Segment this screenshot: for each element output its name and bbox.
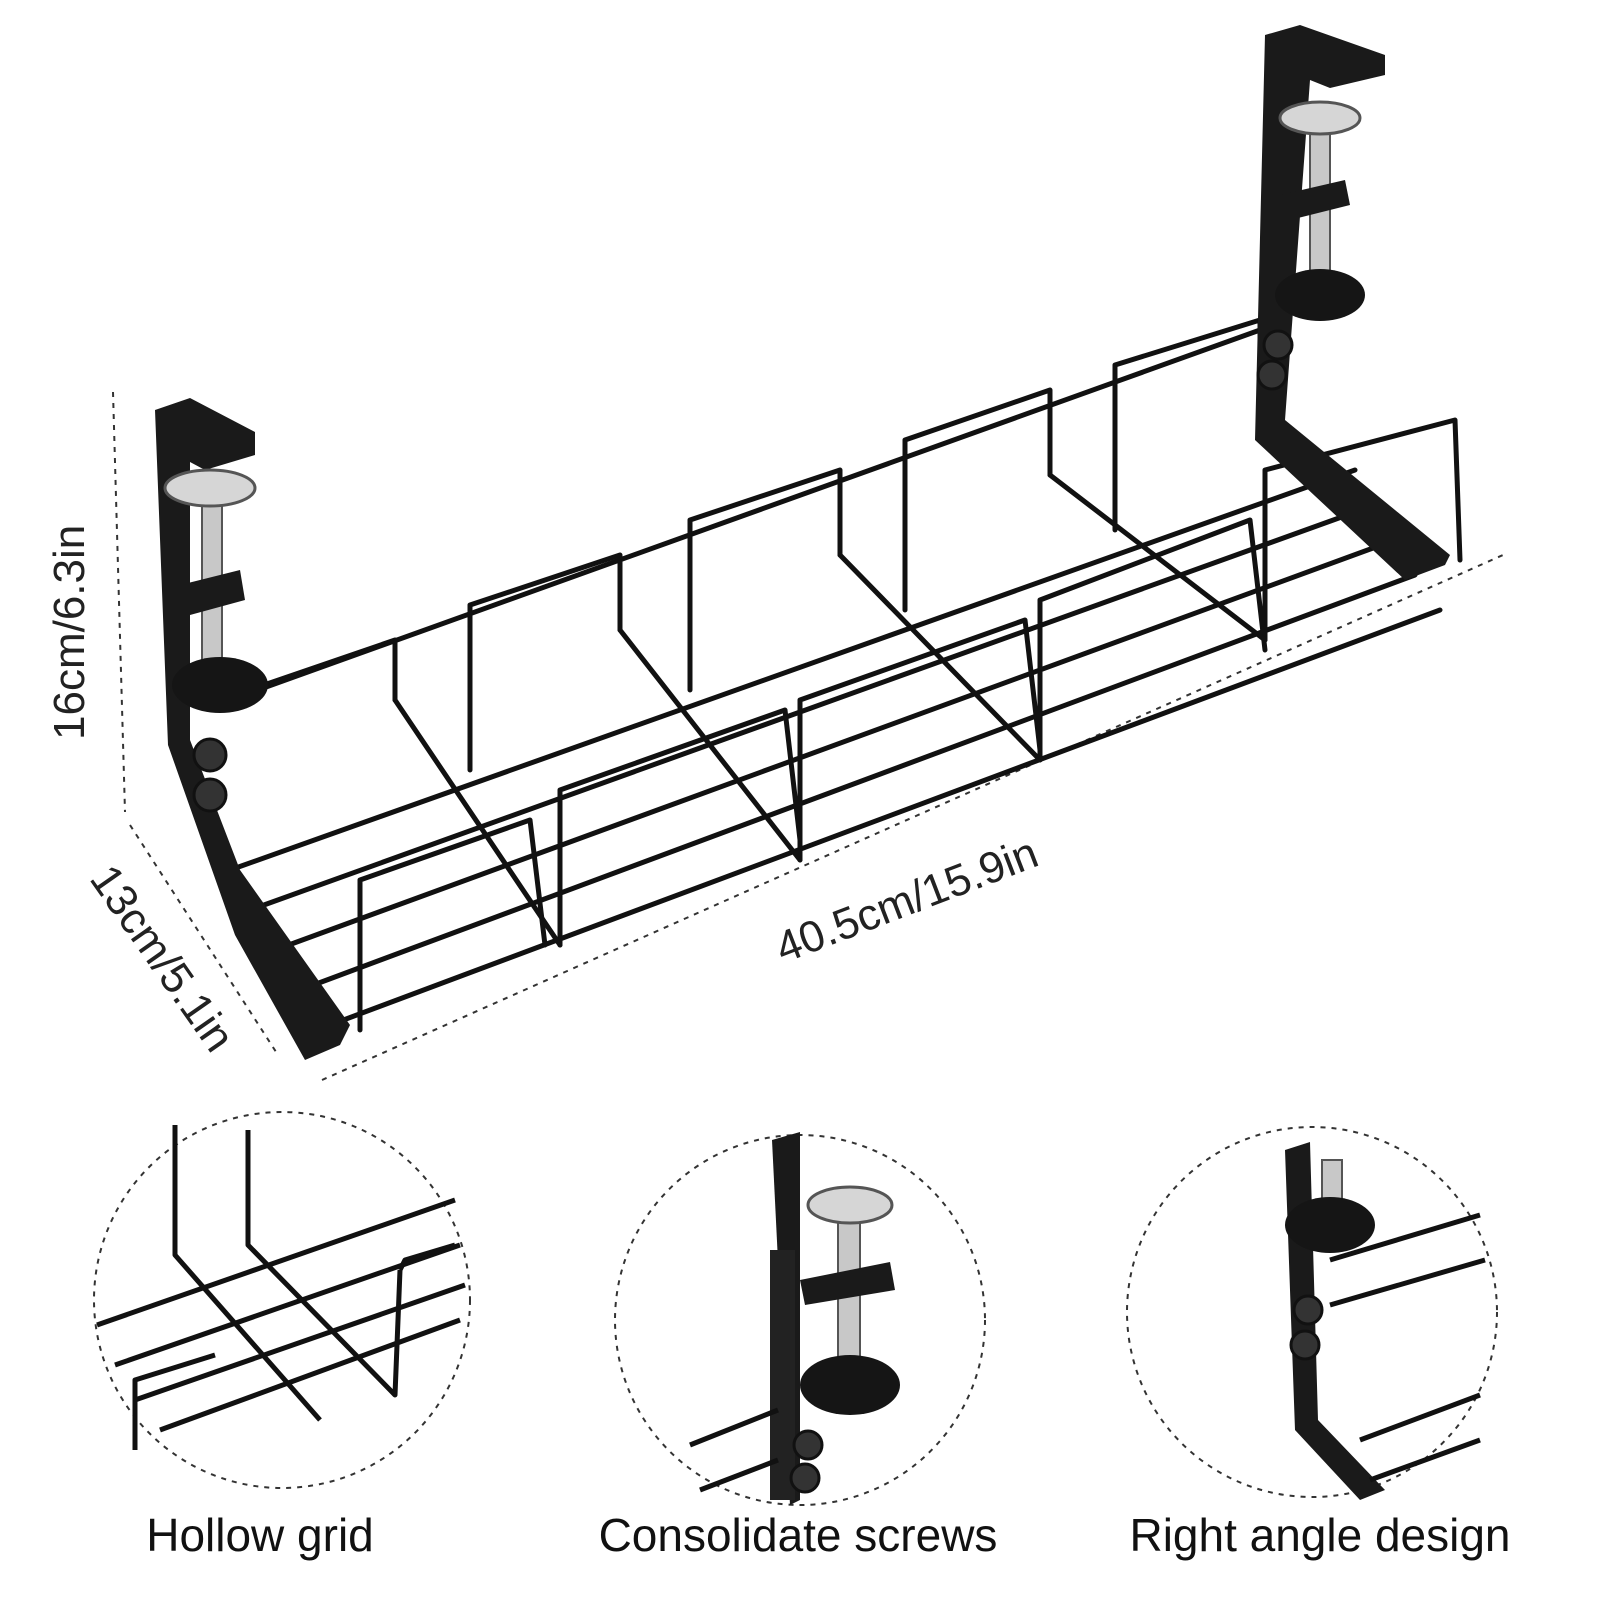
height-dimension-label: 16cm/6.3in [45,524,94,740]
detail-hollow-grid [93,1111,471,1489]
left-clamp [155,398,350,1060]
feature-caption-hollow-grid: Hollow grid [146,1509,374,1561]
right-clamp [1255,25,1450,580]
feature-caption-consolidate-screws: Consolidate screws [598,1509,998,1561]
cable-tray [217,317,1463,1033]
dimension-guides [112,391,1504,1081]
detail-right-angle [1126,1126,1498,1500]
detail-consolidate-screws [614,1132,986,1506]
feature-caption-right-angle: Right angle design [1129,1509,1511,1561]
